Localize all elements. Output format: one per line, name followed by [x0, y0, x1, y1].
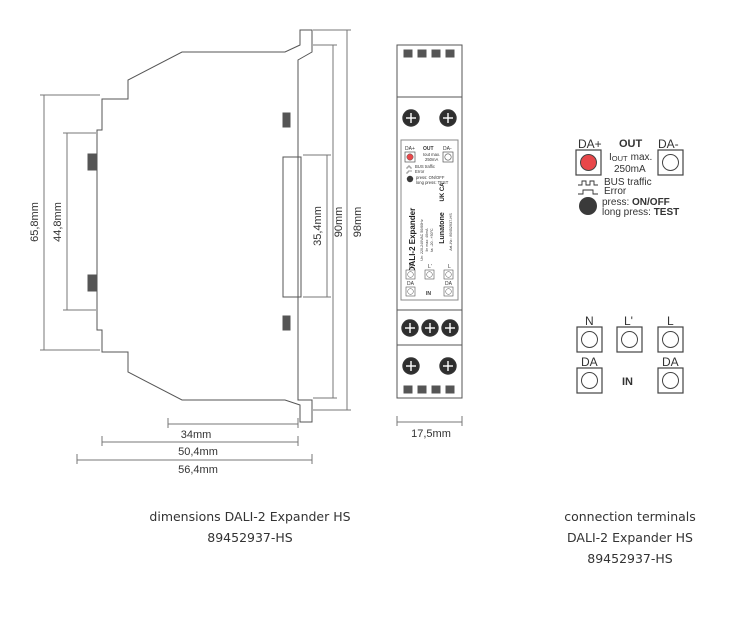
svg-text:N: N — [409, 264, 413, 270]
connection-caption-line1: connection terminals — [564, 509, 696, 524]
front-view — [396, 44, 463, 399]
bus-traffic-icon — [578, 180, 598, 186]
dim-34-label: 34mm — [181, 429, 212, 441]
conn-da-plus-label: DA+ — [578, 137, 602, 151]
side-view — [87, 29, 313, 423]
front-spec-3: ta: -20...+50°C — [430, 228, 434, 252]
svg-text:L: L — [448, 264, 451, 270]
dim-65-8-label: 65,8mm — [29, 202, 41, 242]
front-mini-panel: DA+ OUT DA- Iout max. 250mA BUS traffic … — [404, 146, 454, 297]
mini-button — [406, 175, 414, 183]
connection-caption: connection terminals DALI-2 Expander HS … — [535, 506, 725, 569]
front-marks: UK CA — [440, 182, 446, 202]
front-brand: Lunatone — [439, 212, 446, 244]
mini-da-minus: DA- — [443, 146, 452, 152]
mini-led-red — [406, 153, 414, 161]
connection-caption-line2: DALI-2 Expander HS — [567, 530, 693, 545]
conn-l-label: L — [667, 314, 674, 328]
dim-90-label: 90mm — [333, 207, 345, 238]
conn-in-label: IN — [622, 376, 633, 388]
conn-l-prime-label: L' — [624, 314, 633, 328]
conn-da-minus-screw — [662, 154, 679, 171]
conn-bus-traffic: BUS traffic — [604, 177, 652, 188]
conn-n-label: N — [585, 314, 594, 328]
svg-text:long press: TEST: long press: TEST — [416, 180, 449, 185]
conn-long-press: long press: TEST — [602, 207, 679, 218]
dim-50-4-label: 50,4mm — [178, 446, 218, 458]
dimensions-caption: dimensions DALI-2 Expander HS 89452937-H… — [120, 506, 380, 548]
side-slot-bottom-left — [87, 274, 98, 292]
side-slot-top-right — [282, 112, 291, 128]
screws-top — [402, 109, 457, 127]
svg-text:250mA: 250mA — [425, 157, 438, 162]
dim-44-8-label: 44,8mm — [52, 202, 64, 242]
front-article: Art.-Nr.: 89452937-HS — [449, 213, 453, 251]
svg-text:IN: IN — [426, 291, 431, 297]
svg-text:press: ON/OFF: press: ON/OFF — [416, 175, 445, 180]
vertical-dimensions — [40, 29, 351, 411]
mini-out: OUT — [423, 146, 434, 152]
conn-da-left-label: DA — [581, 355, 598, 369]
front-spec-1: Un: 220-240VAC 50/60Hz — [420, 219, 424, 260]
dimensions-caption-line1: dimensions DALI-2 Expander HS — [149, 509, 351, 524]
dimensions-caption-line2: 89452937-HS — [207, 530, 293, 545]
screws-bottom — [402, 357, 457, 375]
din-rail-channel — [282, 156, 302, 298]
conn-push-button — [579, 197, 597, 215]
svg-text:Error: Error — [415, 169, 425, 174]
svg-text:DA: DA — [407, 281, 415, 287]
conn-led-red — [580, 154, 597, 171]
dim-98-label: 98mm — [352, 207, 364, 238]
conn-da-right-label: DA — [662, 355, 679, 369]
front-spec-2: Iin max: 40mA — [425, 228, 429, 252]
side-view-outline — [96, 29, 313, 423]
dim-56-4-label: 56,4mm — [178, 464, 218, 476]
mini-da-plus: DA+ — [405, 146, 415, 152]
conn-da-minus-label: DA- — [658, 137, 679, 151]
side-slot-bottom-right — [282, 315, 291, 331]
conn-iout-value: 250mA — [614, 164, 646, 175]
side-slot-top-left — [87, 153, 98, 171]
front-title: DALI-2 Expander — [408, 208, 417, 272]
connection-input-block: N L' L DA DA IN — [576, 314, 684, 394]
conn-out-label: OUT — [619, 138, 643, 150]
front-view-body — [396, 44, 463, 399]
svg-text:BUS traffic: BUS traffic — [415, 164, 435, 169]
conn-error: Error — [604, 186, 627, 197]
screws-middle — [401, 319, 459, 337]
horizontal-dimensions — [76, 416, 463, 464]
connection-caption-line3: 89452937-HS — [587, 551, 673, 566]
svg-text:L': L' — [428, 264, 432, 270]
dim-17-5-label: 17,5mm — [411, 428, 451, 440]
svg-text:DA: DA — [445, 281, 453, 287]
front-label-window — [400, 139, 459, 301]
error-icon — [578, 189, 598, 195]
conn-press: press: ON/OFF — [602, 197, 670, 208]
svg-text:Iout max.: Iout max. — [423, 152, 440, 157]
dim-35-4-label: 35,4mm — [312, 206, 324, 246]
